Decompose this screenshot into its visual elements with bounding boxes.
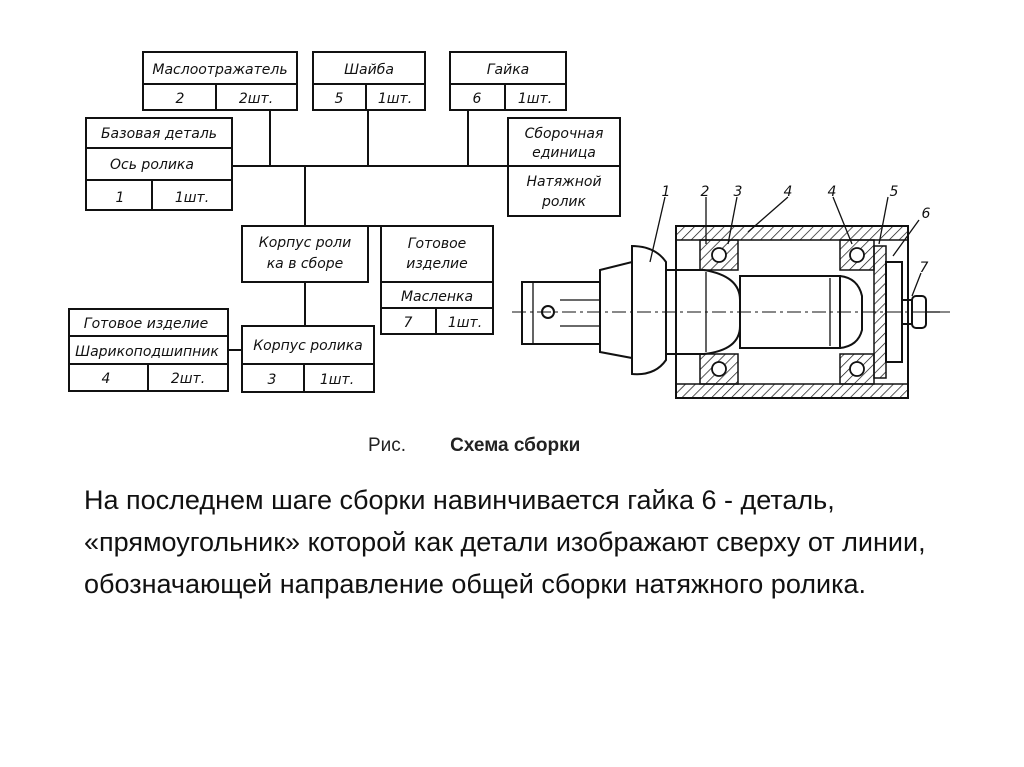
deflector-qty: 2шт. xyxy=(239,91,273,107)
sub-line3: Натяжной xyxy=(526,174,601,190)
axle-end xyxy=(521,281,601,345)
callout-6: 6 xyxy=(922,206,931,222)
deflector-num: 2 xyxy=(176,91,185,107)
box-bearing: Готовое изделие Шарикоподшипник 4 2шт. xyxy=(68,308,229,392)
callout-1: 1 xyxy=(662,184,671,200)
box-oiler: Готовое изделие Масленка 7 1шт. xyxy=(380,225,494,335)
oiler-line3: Масленка xyxy=(401,289,473,305)
sub-line1: Сборочная xyxy=(525,126,604,142)
caption-prefix: Рис. xyxy=(368,435,407,456)
nut-qty: 1шт. xyxy=(518,91,552,107)
bearing-right xyxy=(839,239,875,385)
base-num: 1 xyxy=(116,190,125,206)
roller-section-drawing: 1 2 3 4 4 5 6 7 xyxy=(512,184,950,399)
caption-title: Схема сборки xyxy=(450,435,581,456)
sub-line4: ролик xyxy=(541,194,586,210)
housing-assembled-line1: Корпус роли xyxy=(259,235,351,251)
leader-lines xyxy=(649,196,922,297)
washer-num: 5 xyxy=(335,91,344,107)
deflector-title: Маслоотражатель xyxy=(152,62,287,78)
oiler-line2: изделие xyxy=(406,256,468,272)
base-qty: 1шт. xyxy=(175,190,209,206)
housing-num: 3 xyxy=(268,372,277,388)
callout-2: 2 xyxy=(701,184,710,200)
bearing-left xyxy=(699,239,739,385)
figure-caption: Рис. Схема сборки xyxy=(368,435,580,457)
box-deflector: Маслоотражатель 2 2шт. xyxy=(142,51,298,111)
base-line1: Базовая деталь xyxy=(101,126,217,142)
nut-num: 6 xyxy=(473,91,482,107)
housing-assembled-line2: ка в сборе xyxy=(267,256,344,272)
box-housing: Корпус ролика 3 1шт. xyxy=(241,325,375,393)
body-paragraph: На последнем шаге сборки навинчивается г… xyxy=(84,485,926,599)
housing-title: Корпус ролика xyxy=(253,338,363,354)
box-washer: Шайба 5 1шт. xyxy=(312,51,426,111)
callout-5: 5 xyxy=(890,184,899,200)
callout-4a: 4 xyxy=(784,184,793,200)
callout-7: 7 xyxy=(920,260,929,276)
oiler-num: 7 xyxy=(404,315,413,331)
callout-4b: 4 xyxy=(828,184,837,200)
bearing-line1: Готовое изделие xyxy=(84,316,208,332)
axle-shoulder xyxy=(599,260,633,360)
washer-title: Шайба xyxy=(344,62,394,78)
oiler-line1: Готовое xyxy=(408,236,467,252)
oiler-qty: 1шт. xyxy=(448,315,482,331)
bearing-line2: Шарикоподшипник xyxy=(75,344,219,360)
box-housing-assembled: Корпус роли ка в сборе xyxy=(241,225,369,283)
washer-qty: 1шт. xyxy=(378,91,412,107)
assembly-diagram: Маслоотражатель 2 2шт. Шайба 5 1шт. Гайк… xyxy=(68,51,950,399)
callout-3: 3 xyxy=(734,184,743,200)
bearing-qty: 2шт. xyxy=(171,371,205,387)
housing-qty: 1шт. xyxy=(320,372,354,388)
base-line2: Ось ролика xyxy=(110,157,194,173)
box-base-part: Базовая деталь Ось ролика 1 1шт. xyxy=(85,117,233,211)
bearing-num: 4 xyxy=(102,371,111,387)
nut-title: Гайка xyxy=(487,62,530,78)
box-subassembly: Сборочная единица Натяжной ролик xyxy=(507,117,621,217)
axle-collar xyxy=(631,244,667,376)
sub-line2: единица xyxy=(532,145,596,161)
box-nut: Гайка 6 1шт. xyxy=(449,51,567,111)
